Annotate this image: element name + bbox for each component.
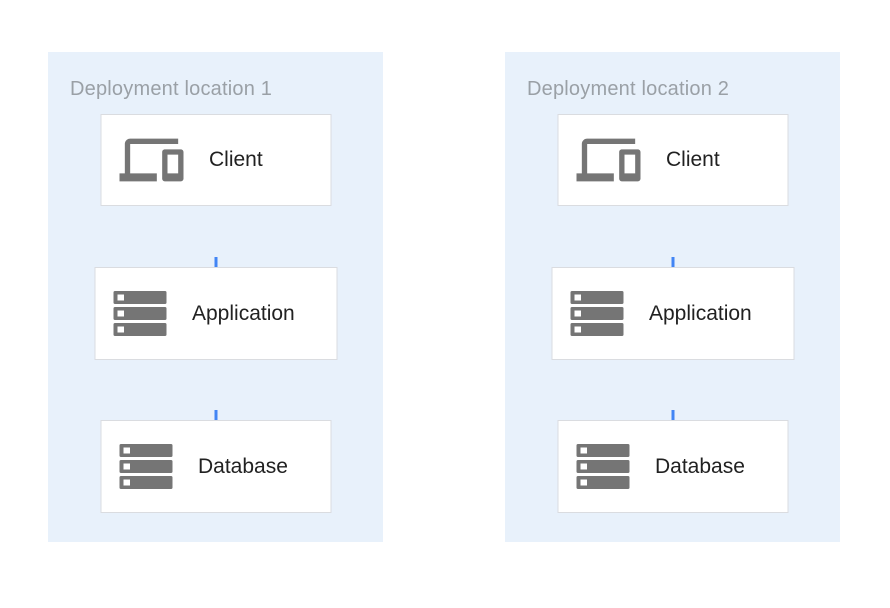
node-client: Client (557, 114, 788, 206)
node-database: Database (557, 420, 788, 513)
server-stack-icon (576, 444, 629, 489)
panel-title: Deployment location 1 (70, 78, 273, 100)
node-label: Client (666, 148, 720, 171)
node-label: Database (655, 454, 745, 478)
node-label: Database (198, 454, 288, 478)
server-stack-icon (113, 291, 166, 336)
node-database: Database (100, 420, 331, 513)
server-stack-icon (570, 291, 623, 336)
node-application: Application (551, 267, 794, 360)
devices-icon (119, 128, 183, 192)
deployment-panel-1: Deployment location 1 Client (48, 52, 383, 542)
node-application: Application (94, 267, 337, 360)
node-client: Client (100, 114, 331, 206)
panel-title: Deployment location 2 (527, 78, 730, 100)
node-label: Client (209, 148, 263, 171)
node-label: Application (649, 301, 752, 325)
server-stack-icon (119, 444, 172, 489)
deployment-panel-2: Deployment location 2 Client (505, 52, 840, 542)
devices-icon (576, 128, 640, 192)
node-label: Application (192, 301, 295, 325)
